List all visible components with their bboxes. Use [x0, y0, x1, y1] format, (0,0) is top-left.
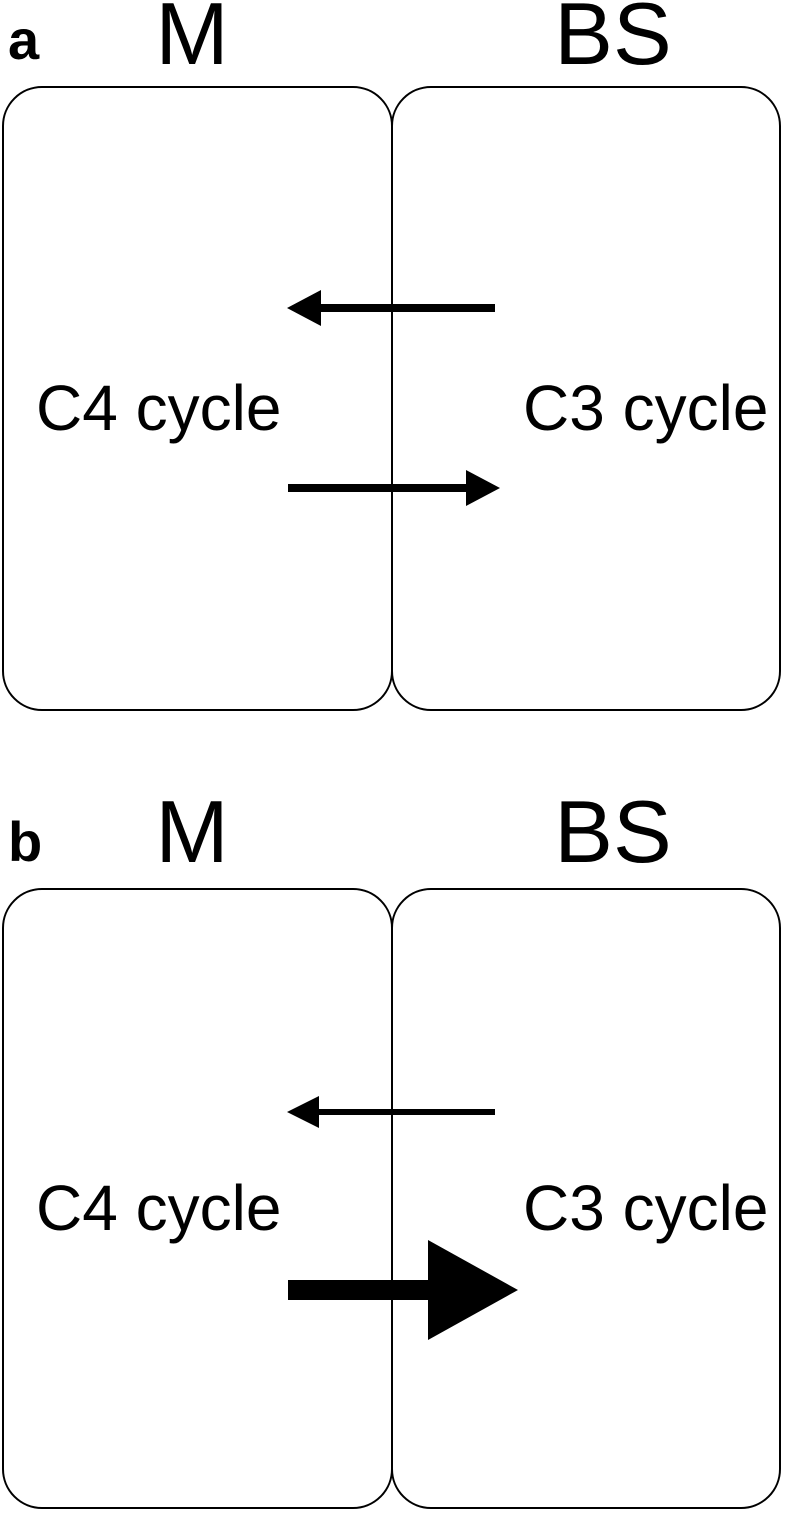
panel-a-mesophyll-header: M [155, 0, 229, 83]
arrow-head [287, 1096, 319, 1128]
panel-b-bundle-sheath-cell-box [391, 888, 781, 1509]
arrow-shaft [311, 1109, 495, 1115]
panel-a: a M BS C4 cycle C3 cycle [0, 0, 787, 745]
arrow-head [428, 1240, 518, 1340]
panel-b-mesophyll-header: M [155, 782, 229, 881]
arrow-head [287, 290, 321, 326]
arrow-shaft [313, 304, 495, 312]
panel-b-letter: b [8, 810, 43, 873]
panel-b: b M BS C4 cycle C3 cycle [0, 788, 787, 1514]
panel-b-bundle-sheath-header: BS [554, 782, 672, 881]
arrow-shaft [288, 484, 470, 492]
panel-b-c3-cycle-label: C3 cycle [523, 1172, 769, 1244]
panel-a-letter: a [8, 8, 40, 71]
panel-a-bundle-sheath-cell-box [391, 86, 781, 711]
panel-a-arrow-bs-to-m-icon [287, 290, 495, 326]
arrow-head [466, 470, 500, 506]
panel-b-c4-cycle-label: C4 cycle [36, 1172, 282, 1244]
panel-b-arrow-bs-to-m-icon [287, 1096, 495, 1128]
panel-a-c4-cycle-label: C4 cycle [36, 372, 282, 444]
panel-a-bundle-sheath-header: BS [554, 0, 672, 83]
panel-a-arrow-m-to-bs-icon [288, 470, 500, 506]
panel-b-arrow-m-to-bs-icon [288, 1240, 518, 1340]
panel-a-c3-cycle-label: C3 cycle [523, 372, 769, 444]
arrow-shaft [288, 1280, 438, 1300]
